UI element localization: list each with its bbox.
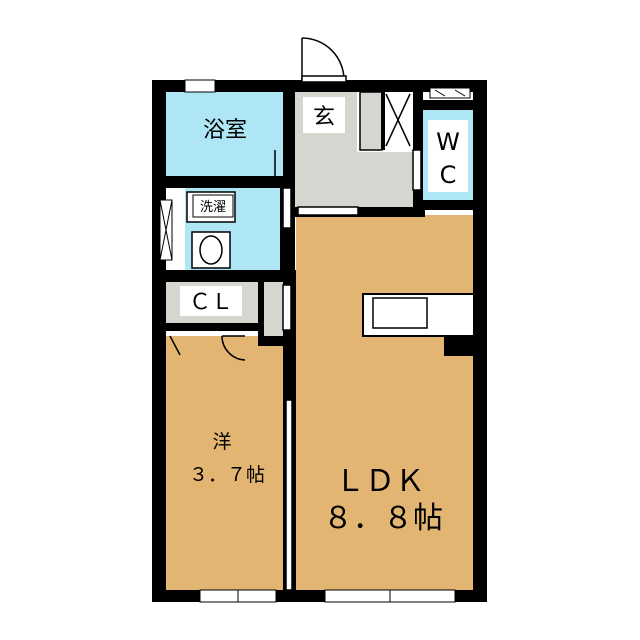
doors	[169, 37, 422, 591]
storage-floor	[263, 282, 283, 336]
ldk-door	[297, 206, 359, 216]
shoe-cabinet	[359, 91, 383, 151]
bath-label: 浴室	[203, 118, 247, 143]
laundry-label: 洗濯	[200, 200, 226, 215]
kitchen-sink	[372, 297, 428, 329]
entrance-label: 玄	[313, 105, 335, 130]
laundry-label-box	[192, 194, 234, 218]
bath-floor	[165, 90, 285, 178]
sliding-panel	[285, 399, 293, 591]
laundry-door	[282, 187, 292, 229]
closet-door	[169, 335, 181, 356]
wc-label-c: C	[440, 161, 457, 189]
western-room-floor	[165, 336, 283, 594]
ldk-floor	[296, 215, 474, 594]
ldk-size: ８．８帖	[323, 501, 443, 536]
washbasin-bowl	[199, 235, 223, 265]
entrance-door-arc	[301, 37, 345, 81]
wc-label-w: W	[436, 128, 460, 156]
ldk-label: ＬＤＫ	[335, 464, 425, 499]
wc-door	[412, 149, 422, 191]
wc-label-box	[428, 120, 468, 192]
entrance-label-box	[303, 97, 345, 133]
western-room-label: 洋	[212, 431, 231, 453]
closet-label-box	[180, 286, 242, 316]
hall-floor	[295, 152, 413, 210]
windows	[159, 79, 471, 603]
western-room-size: ３．７帖	[189, 464, 265, 486]
closet-label: ＣＬ	[189, 290, 233, 315]
western-door-arc	[221, 335, 246, 361]
storage-door	[282, 284, 292, 331]
